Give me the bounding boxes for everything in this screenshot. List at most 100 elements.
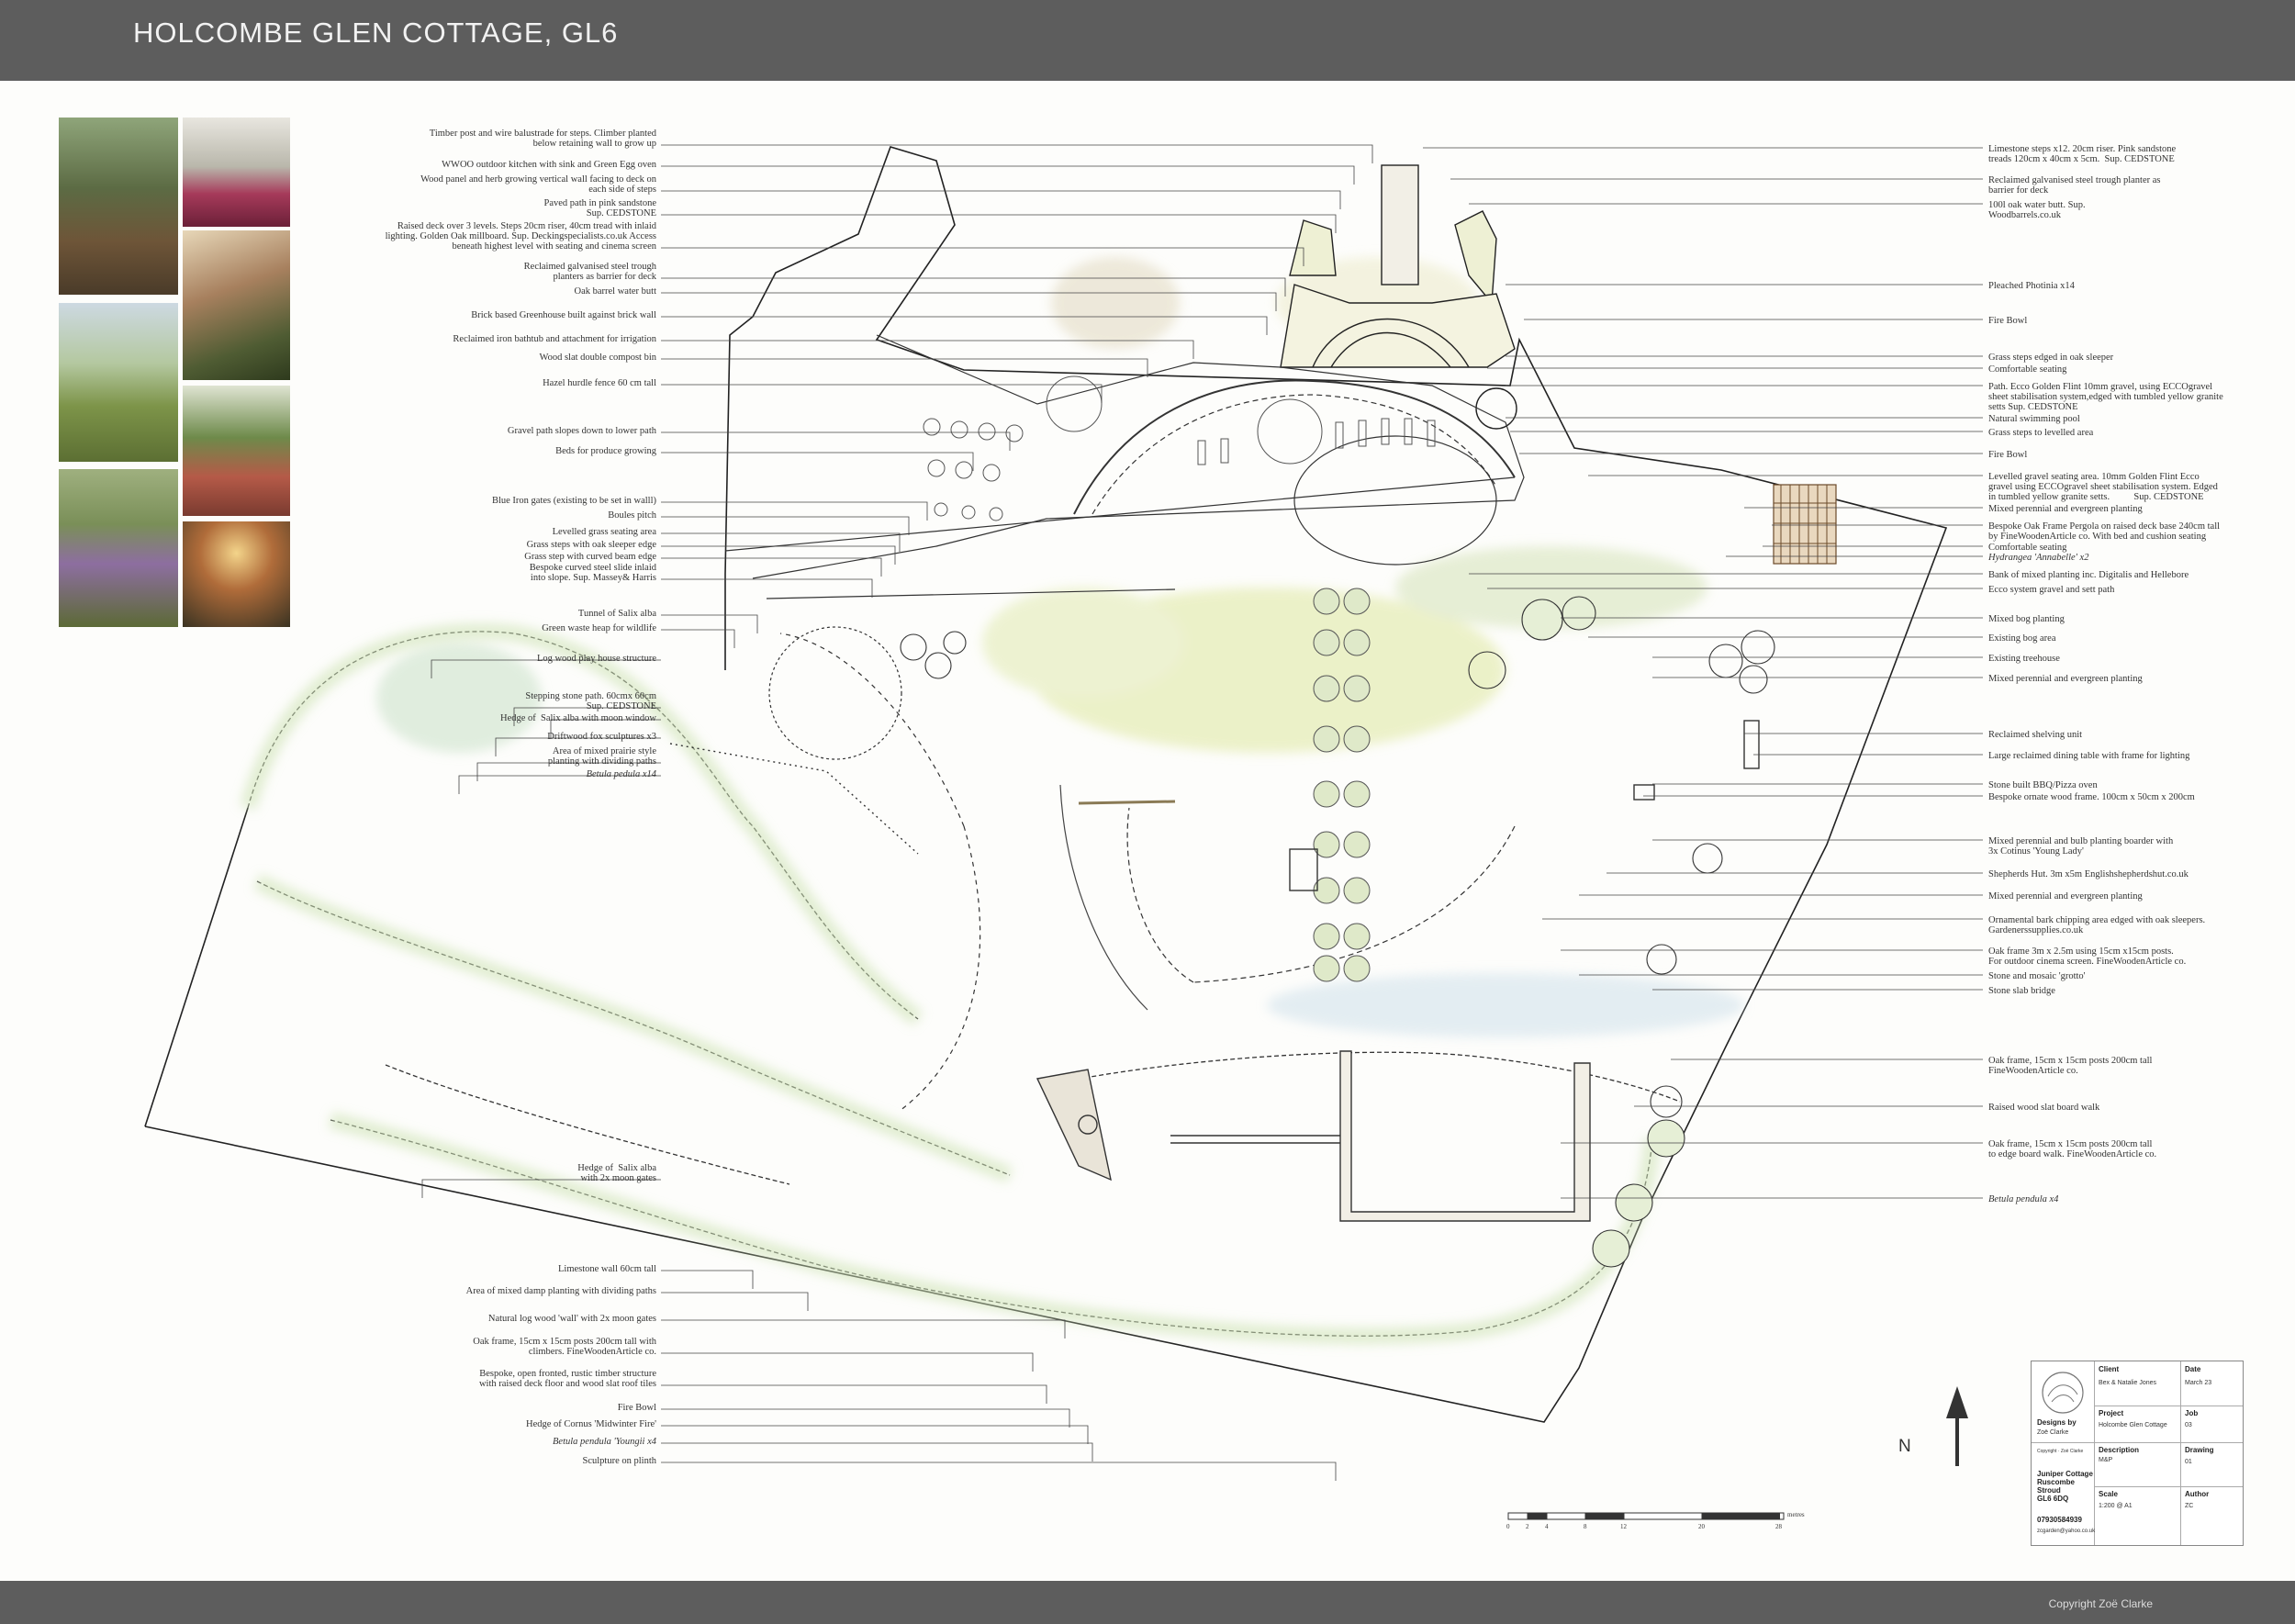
- project-value: Holcombe Glen Cottage: [2099, 1422, 2167, 1428]
- plan-label: Comfortable seating: [1988, 364, 2067, 375]
- scale-value: 1:200 @ A1: [2099, 1503, 2133, 1509]
- leader-line: [661, 190, 1341, 209]
- plan-label: Mixed perennial and evergreen planting: [1988, 891, 2143, 902]
- plan-label: Existing bog area: [1988, 633, 2056, 644]
- plan-label: Boules pitch: [608, 510, 656, 521]
- plan-label: Betula pendula x4: [1988, 1194, 2059, 1204]
- lower-structures: [669, 720, 1760, 1222]
- leader-line: [661, 1352, 1034, 1372]
- plan-label: Natural log wood 'wall' with 2x moon gat…: [487, 1314, 656, 1324]
- scale-bar: [1507, 1512, 1785, 1520]
- plan-label: Bespoke ornate wood frame. 100cm x 50cm …: [1988, 792, 2195, 802]
- leader-line: [513, 707, 661, 726]
- phone-value: 07930584939: [2037, 1516, 2082, 1524]
- page-title: HOLCOMBE GLEN COTTAGE, GL6: [133, 17, 619, 49]
- plan-label: Bespoke Oak Frame Pergola on raised deck…: [1988, 521, 2221, 542]
- scale-tick: 0: [1506, 1523, 1510, 1530]
- plan-label: Oak barrel water butt: [574, 286, 656, 297]
- drawing-caption: Drawing: [2185, 1446, 2214, 1454]
- plan-label: Hydrangea 'Annabelle' x2: [1988, 553, 2089, 563]
- plan-label: Green waste heap for wildlife: [542, 623, 656, 633]
- leader-line: [431, 659, 661, 678]
- leader-line: [661, 247, 1304, 266]
- plan-label: Reclaimed shelving unit: [1988, 730, 2083, 740]
- plan-label: Driftwood fox sculptures x3: [547, 732, 656, 742]
- leader-line: [661, 1292, 809, 1311]
- plan-label: Hedge of Cornus 'Midwinter Fire': [525, 1419, 656, 1429]
- plan-label: Large reclaimed dining table with frame …: [1988, 751, 2190, 761]
- photo-foxgloves: [183, 230, 290, 380]
- description-caption: Description: [2099, 1446, 2140, 1454]
- leader-line: [661, 452, 974, 471]
- plan-label: Tunnel of Salix alba: [577, 609, 656, 619]
- leader-line: [661, 165, 1355, 185]
- leader-line: [661, 144, 1373, 163]
- moon-circles: [768, 626, 1516, 1112]
- header-band: HOLCOMBE GLEN COTTAGE, GL6: [0, 0, 2295, 81]
- project-caption: Project: [2099, 1409, 2124, 1417]
- scale-tick: 28: [1775, 1523, 1782, 1530]
- plan-label: Reclaimed iron bathtub and attachment fo…: [453, 334, 656, 344]
- plan-label: Path. Ecco Golden Flint 10mm gravel, usi…: [1988, 382, 2223, 412]
- description-value: M&P: [2099, 1457, 2113, 1463]
- plan-label: Paved path in pink sandstone Sup. CEDSTO…: [543, 198, 656, 218]
- plan-label: Sculpture on plinth: [582, 1456, 657, 1466]
- plan-label: Bespoke, open fronted, rustic timber str…: [478, 1369, 656, 1389]
- lower-boundary-left: [144, 807, 249, 1127]
- leader-line: [661, 545, 896, 565]
- plan-label: Reclaimed galvanised steel trough plante…: [523, 262, 656, 282]
- leader-line: [661, 629, 735, 648]
- plan-label: Grass steps to levelled area: [1988, 428, 2094, 438]
- job-value: 03: [2185, 1422, 2192, 1428]
- scale-tick: 20: [1698, 1523, 1705, 1530]
- leader-line: [661, 532, 901, 552]
- produce-bed-plants: [923, 375, 1436, 521]
- garden-plan-drawing: [144, 144, 1983, 1520]
- plan-label: Wood slat double compost bin: [539, 353, 656, 363]
- designer-value: Zoë Clarke: [2037, 1429, 2069, 1436]
- leader-line: [661, 557, 882, 577]
- site-boundary: [144, 146, 1948, 1423]
- leader-line: [661, 214, 1337, 233]
- leader-line: [476, 762, 661, 781]
- plan-label: Log wood play house structure: [536, 654, 656, 664]
- plan-label: Grass steps edged in oak sleeper: [1988, 353, 2114, 363]
- plan-label: Ornamental bark chipping area edged with…: [1988, 915, 2206, 935]
- client-value: Bex & Natalie Jones: [2099, 1380, 2157, 1386]
- plan-label: Beds for produce growing: [555, 446, 656, 456]
- plan-label: Limestone wall 60cm tall: [557, 1264, 656, 1274]
- plan-label: WWOO outdoor kitchen with sink and Green…: [442, 160, 656, 170]
- leader-line: [661, 340, 1194, 359]
- scale-tick: 8: [1584, 1523, 1587, 1530]
- leader-lines: [421, 144, 1983, 1481]
- leader-line: [661, 1462, 1337, 1481]
- job-caption: Job: [2185, 1409, 2199, 1417]
- plan-label: Betula pedula x14: [586, 769, 656, 779]
- plan-label: Ecco system gravel and sett path: [1988, 585, 2115, 595]
- plan-label: Betula pendula 'Youngii x4: [553, 1437, 656, 1447]
- copyright-small: Copyright · Zoë Clarke: [2037, 1449, 2084, 1454]
- leader-line: [661, 1408, 1070, 1428]
- photo-hammock-lights: [183, 521, 290, 627]
- plan-label: Shepherds Hut. 3m x5m Englishshepherdshu…: [1988, 869, 2189, 879]
- leader-line: [661, 277, 1286, 297]
- scale-tick: 12: [1620, 1523, 1627, 1530]
- scale-unit: metres: [1787, 1511, 1805, 1518]
- leader-line: [661, 614, 758, 633]
- plan-label: Comfortable seating: [1988, 543, 2067, 553]
- footer-copyright: Copyright Zoë Clarke: [2048, 1597, 2153, 1610]
- plan-label: Reclaimed galvanised steel trough plante…: [1988, 175, 2161, 196]
- leader-line: [661, 578, 873, 598]
- date-value: March 23: [2185, 1380, 2212, 1386]
- photo-log-cabin: [59, 118, 178, 295]
- pergola: [1773, 484, 1837, 565]
- plan-label: Gravel path slopes down to lower path: [507, 426, 656, 436]
- photo-grass-steps: [59, 303, 178, 462]
- plan-label: Bespoke curved steel slide inlaid into s…: [529, 563, 656, 583]
- plan-label: Mixed bog planting: [1988, 614, 2065, 624]
- leader-line: [661, 1384, 1047, 1404]
- plan-label: Blue Iron gates (existing to be set in w…: [491, 496, 656, 506]
- leader-line: [421, 1179, 661, 1198]
- leader-line: [661, 1442, 1093, 1462]
- photo-prairie-planting: [59, 469, 178, 627]
